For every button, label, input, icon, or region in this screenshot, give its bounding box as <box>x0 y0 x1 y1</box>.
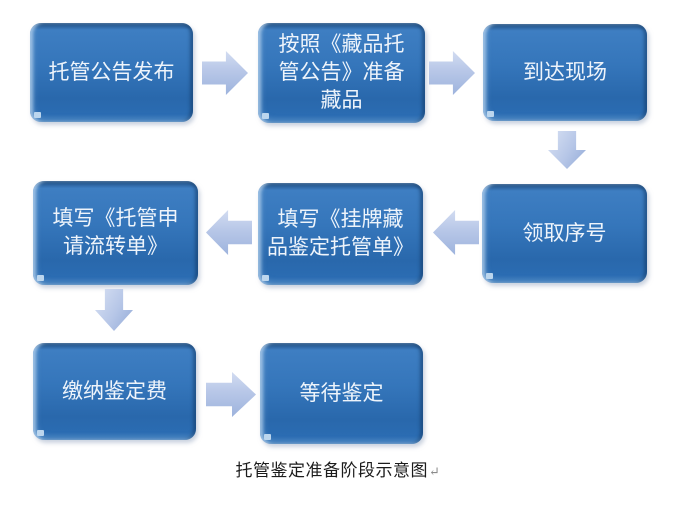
paragraph-mark-icon: ↵ <box>429 465 441 480</box>
arrow-down-icon <box>548 131 586 169</box>
node-fill-appraisal-custody-form: 填写《挂牌藏 品鉴定托管单》 <box>258 183 423 285</box>
arrow-right-icon <box>429 51 475 95</box>
node-pay-appraisal-fee: 缴纳鉴定费 <box>33 343 196 440</box>
node-get-serial-number: 领取序号 <box>482 184 647 283</box>
node-fill-application-transfer-form: 填写《托管申 请流转单》 <box>33 181 198 285</box>
diagram-caption: 托管鉴定准备阶段示意图↵ <box>0 456 676 481</box>
caption-text: 托管鉴定准备阶段示意图 <box>235 461 429 481</box>
node-wait-appraisal: 等待鉴定 <box>260 343 423 444</box>
node-announce-release: 托管公告发布 <box>30 23 193 122</box>
arrow-down-icon <box>95 289 133 331</box>
node-prepare-items: 按照《藏品托 管公告》准备 藏品 <box>258 23 425 123</box>
arrow-right-icon <box>202 51 248 95</box>
node-arrive-site: 到达现场 <box>483 24 647 121</box>
arrow-left-icon <box>206 210 252 255</box>
arrow-right-icon <box>206 372 256 417</box>
arrow-left-icon <box>433 210 479 255</box>
